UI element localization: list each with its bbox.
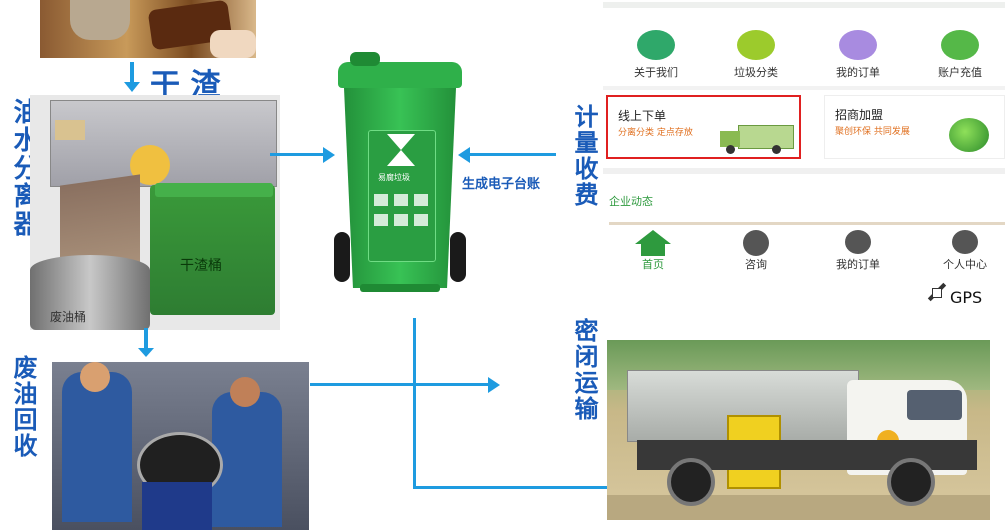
truck-icon [720, 125, 792, 153]
about-us-label[interactable]: 关于我们 [611, 64, 701, 80]
consult-face-icon[interactable] [743, 230, 769, 256]
e-ledger-label: 生成电子台账 [462, 173, 540, 192]
sealed-truck-photo [607, 340, 990, 520]
app-panel: 关于我们 垃圾分类 我的订单 账户充值 线上下单 分离分类 定点存放 招商加盟 … [603, 0, 1005, 288]
user-icon[interactable] [952, 230, 978, 254]
arrow-metering-to-bin [470, 153, 556, 156]
arrow-separator-to-bin [270, 153, 325, 156]
arrow-down-to-oil [144, 328, 148, 350]
home-icon[interactable] [635, 230, 671, 244]
nav-consult-label[interactable]: 咨询 [721, 256, 791, 272]
sealed-transport-label: 密闭运输 [567, 318, 602, 422]
connector-bin-to-truck-horizontal [413, 486, 631, 489]
nav-orders-label[interactable]: 我的订单 [823, 256, 893, 272]
online-order-title: 线上下单 [618, 107, 666, 124]
oil-recovery-photo [52, 362, 309, 530]
franchise-subtitle: 聚创环保 共同发展 [835, 124, 910, 137]
arrow-head [124, 82, 140, 92]
arrow-down-to-separator [130, 62, 134, 84]
about-us-book-icon[interactable] [637, 30, 675, 60]
nav-orders-clock-icon[interactable] [845, 230, 871, 254]
satellite-icon [926, 282, 946, 302]
my-orders-label[interactable]: 我的订单 [813, 64, 903, 80]
arrow-oil-to-truck [310, 383, 490, 386]
gps-label: GPS [950, 288, 982, 307]
oil-water-separator-photo: 干渣桶 废油桶 [30, 95, 280, 330]
franchise-title: 招商加盟 [835, 106, 883, 123]
franchise-card[interactable]: 招商加盟 聚创环保 共同发展 [824, 95, 1005, 159]
recharge-label[interactable]: 账户充值 [915, 64, 1005, 80]
waste-sorting-bin-icon[interactable] [737, 30, 775, 60]
metered-fee-label: 计量收费 [567, 104, 602, 208]
waste-sorting-label[interactable]: 垃圾分类 [711, 64, 801, 80]
my-orders-clock-icon[interactable] [839, 30, 877, 60]
green-globe-icon [949, 118, 989, 152]
bin-hourglass-icon [386, 134, 416, 170]
residue-bin-text: 干渣桶 [180, 255, 222, 275]
connector-bin-to-truck-vertical [413, 318, 416, 488]
bin-sign-title: 易腐垃圾 [378, 172, 410, 183]
dry-residue-photo [40, 0, 256, 58]
green-waste-bin: 易腐垃圾 [330, 52, 470, 300]
nav-profile-label[interactable]: 个人中心 [930, 256, 1000, 272]
nav-home-label[interactable]: 首页 [618, 256, 688, 272]
oil-bucket-text: 废油桶 [50, 308, 86, 325]
news-header[interactable]: 企业动态 [609, 193, 653, 209]
online-order-subtitle: 分离分类 定点存放 [618, 125, 693, 138]
online-order-card[interactable]: 线上下单 分离分类 定点存放 [606, 95, 801, 159]
oil-recovery-label: 废油回收 [6, 355, 41, 459]
recharge-wallet-icon[interactable] [941, 30, 979, 60]
